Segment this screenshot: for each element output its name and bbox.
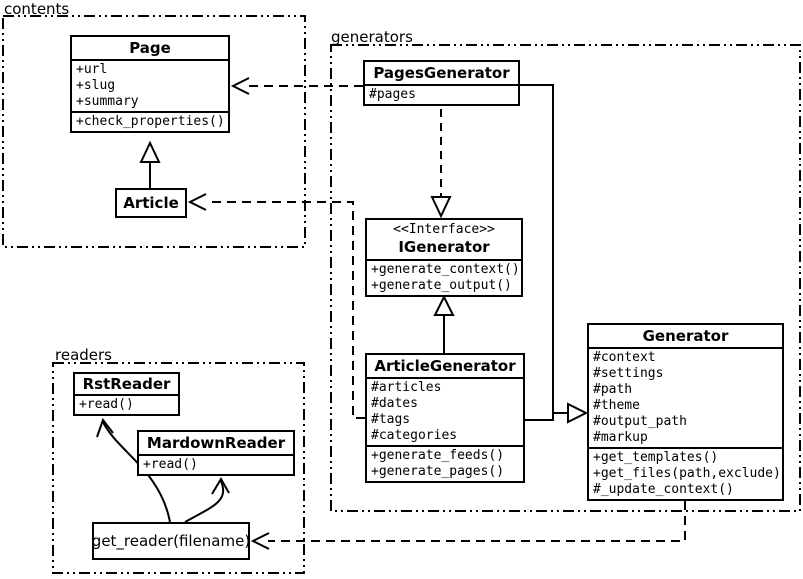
- class-mardownreader: MardownReader +read(): [137, 430, 295, 476]
- class-rstreader: RstReader +read(): [73, 372, 180, 416]
- arrowhead-triangle-igenerator-bottom: [433, 294, 455, 316]
- class-rstreader-methods: +read(): [75, 394, 178, 414]
- edge-articlegenerator-extends-generator: [525, 413, 554, 421]
- package-border-contents: [2, 15, 306, 248]
- class-igenerator-title: IGenerator: [398, 238, 490, 256]
- class-articlegenerator-methods: +generate_feeds() +generate_pages(): [367, 445, 523, 481]
- arrowhead-triangle-page: [139, 140, 161, 163]
- attribute-line: #context: [593, 350, 656, 365]
- class-generator-title: Generator: [642, 327, 729, 345]
- class-mardownreader-title: MardownReader: [146, 434, 286, 452]
- arrowhead-open-mardownreader: [211, 477, 230, 495]
- attribute-line: #markup: [593, 430, 648, 445]
- method-line: +check_properties(): [76, 114, 225, 129]
- arrowhead-triangle-generator: [567, 402, 589, 424]
- arrowhead-open-rstreader: [96, 417, 114, 438]
- package-label-readers: readers: [55, 346, 112, 364]
- attribute-line: +summary: [76, 94, 139, 109]
- method-line: +get_templates(): [593, 450, 719, 465]
- class-mardownreader-methods: +read(): [139, 454, 293, 474]
- method-line: #_update_context(): [593, 482, 734, 497]
- class-article: Article: [115, 188, 187, 218]
- class-articlegenerator-attributes: #articles #dates #tags #categories: [367, 377, 523, 445]
- method-line: +read(): [79, 397, 134, 412]
- arrowhead-open-page: [230, 77, 250, 95]
- method-line: +generate_output(): [371, 278, 512, 293]
- attribute-line: #settings: [593, 366, 664, 381]
- arrowhead-triangle-igenerator-top: [430, 196, 452, 219]
- edge-pagesgenerator-extends-generator: [520, 84, 568, 414]
- attribute-line: #path: [593, 382, 633, 397]
- class-article-title: Article: [123, 194, 179, 212]
- method-line: +generate_feeds(): [371, 448, 505, 463]
- arrowhead-open-getreader: [250, 532, 270, 550]
- package-border-generators: [330, 44, 801, 512]
- attribute-line: #theme: [593, 398, 640, 413]
- class-page-attributes: +url +slug +summary: [72, 59, 228, 111]
- class-rstreader-title: RstReader: [82, 375, 171, 393]
- class-igenerator: <<Interface>> IGenerator +generate_conte…: [365, 218, 523, 297]
- class-articlegenerator: ArticleGenerator #articles #dates #tags …: [365, 353, 525, 483]
- package-label-contents: contents: [4, 0, 70, 18]
- class-page-methods: +check_properties(): [72, 111, 228, 131]
- class-articlegenerator-title: ArticleGenerator: [374, 357, 516, 375]
- arrowhead-open-article: [187, 193, 207, 211]
- class-page-title: Page: [129, 39, 171, 57]
- package-label-generators: generators: [331, 28, 413, 46]
- class-pagesgenerator-attributes: #pages: [365, 84, 518, 104]
- edge-articlegenerator-uses-article: [206, 201, 365, 419]
- class-generator-methods: +get_templates() +get_files(path,exclude…: [589, 447, 782, 499]
- class-generator: Generator #context #settings #path #them…: [587, 323, 784, 501]
- attribute-line: #tags: [371, 412, 411, 427]
- class-pagesgenerator: PagesGenerator #pages: [363, 60, 520, 106]
- attribute-line: +url: [76, 62, 108, 77]
- class-generator-attributes: #context #settings #path #theme #output_…: [589, 347, 782, 447]
- attribute-line: #dates: [371, 396, 418, 411]
- attribute-line: #categories: [371, 428, 458, 443]
- edge-generator-uses-getreader: [268, 501, 686, 542]
- method-line: +generate_pages(): [371, 464, 505, 479]
- method-line: +generate_context(): [371, 262, 520, 277]
- method-line: +read(): [143, 457, 198, 472]
- node-get-reader: get_reader(filename): [92, 522, 250, 560]
- node-get-reader-label: get_reader(filename): [91, 532, 251, 550]
- method-line: +get_files(path,exclude): [593, 466, 781, 481]
- attribute-line: #pages: [369, 87, 416, 102]
- edge-getreader-to-mardownreader: [184, 480, 225, 523]
- package-border-readers: [52, 362, 305, 574]
- attribute-line: #articles: [371, 380, 442, 395]
- attribute-line: #output_path: [593, 414, 687, 429]
- class-igenerator-stereotype: <<Interface>>: [393, 222, 495, 237]
- attribute-line: +slug: [76, 78, 116, 93]
- class-page: Page +url +slug +summary +check_properti…: [70, 35, 230, 133]
- class-pagesgenerator-title: PagesGenerator: [373, 64, 510, 82]
- class-igenerator-methods: +generate_context() +generate_output(): [367, 259, 521, 295]
